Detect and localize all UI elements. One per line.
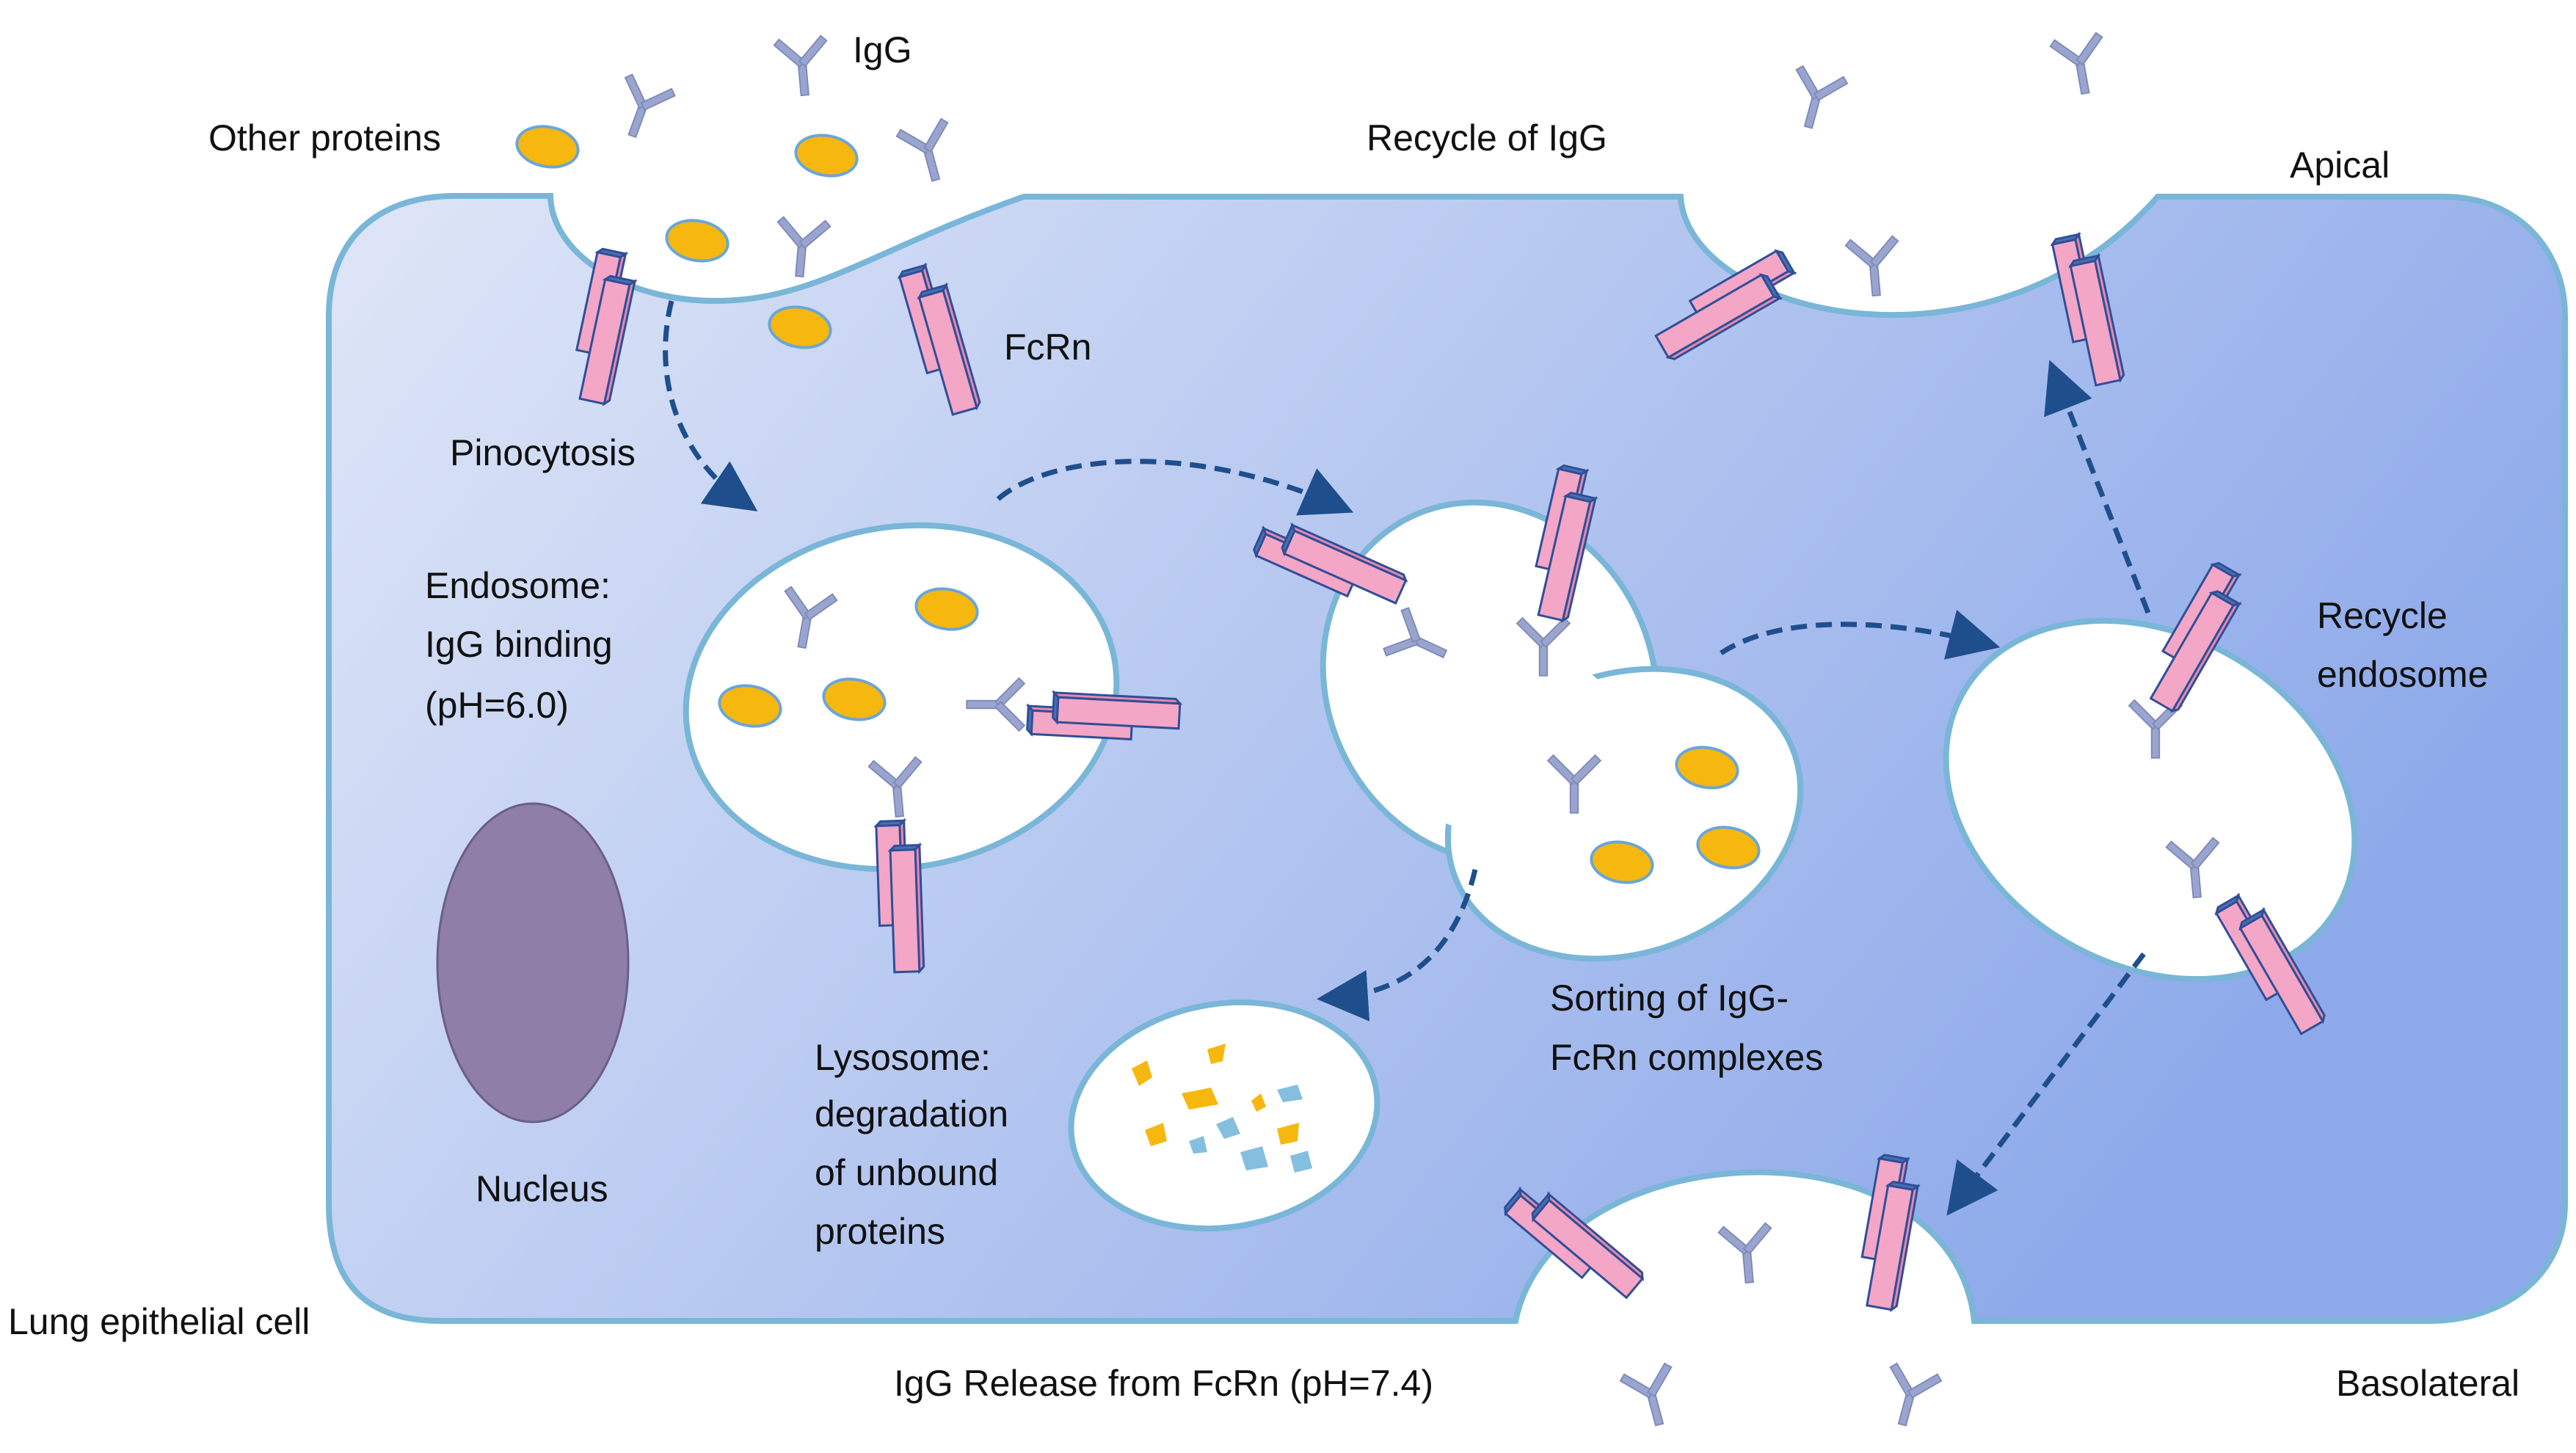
lysosome-label-line3: of unbound [815, 1152, 998, 1193]
igg-label: IgG [853, 29, 912, 70]
nucleus-label: Nucleus [476, 1168, 608, 1209]
lysosome-vesicle [1068, 999, 1380, 1232]
recycle-endosome-label-line1: Recycle [2317, 595, 2448, 636]
lysosome-label-line2: degradation [815, 1093, 1008, 1135]
lung-cell-label: Lung epithelial cell [8, 1301, 310, 1342]
endosome-label-line2: IgG binding [425, 624, 613, 665]
endosome-label-line1: Endosome: [425, 565, 611, 606]
arrow-icon [663, 300, 2151, 1216]
pinocytosis-label: Pinocytosis [450, 432, 636, 473]
endosome-label-line3: (pH=6.0) [425, 685, 569, 726]
degraded-protein-fragments [1132, 1044, 1312, 1173]
other-proteins-label: Other proteins [208, 117, 441, 159]
nucleus [436, 802, 630, 1124]
recycle-igg-label: Recycle of IgG [1367, 117, 1607, 159]
recycle-endosome-vesicle [1943, 617, 2358, 983]
lysosome-label-line4: proteins [815, 1211, 945, 1252]
apical-label: Apical [2290, 145, 2390, 186]
sorting-label-line1: Sorting of IgG- [1550, 977, 1789, 1019]
igg-release-label: IgG Release from FcRn (pH=7.4) [894, 1363, 1433, 1404]
fcrn-label: FcRn [1004, 327, 1091, 368]
recycle-endosome-label-line2: endosome [2317, 654, 2489, 695]
lysosome-label-line1: Lysosome: [815, 1037, 991, 1078]
sorting-label-line2: FcRn complexes [1550, 1037, 1823, 1078]
basolateral-label: Basolateral [2336, 1363, 2519, 1404]
endosome-vesicle [683, 522, 1120, 873]
